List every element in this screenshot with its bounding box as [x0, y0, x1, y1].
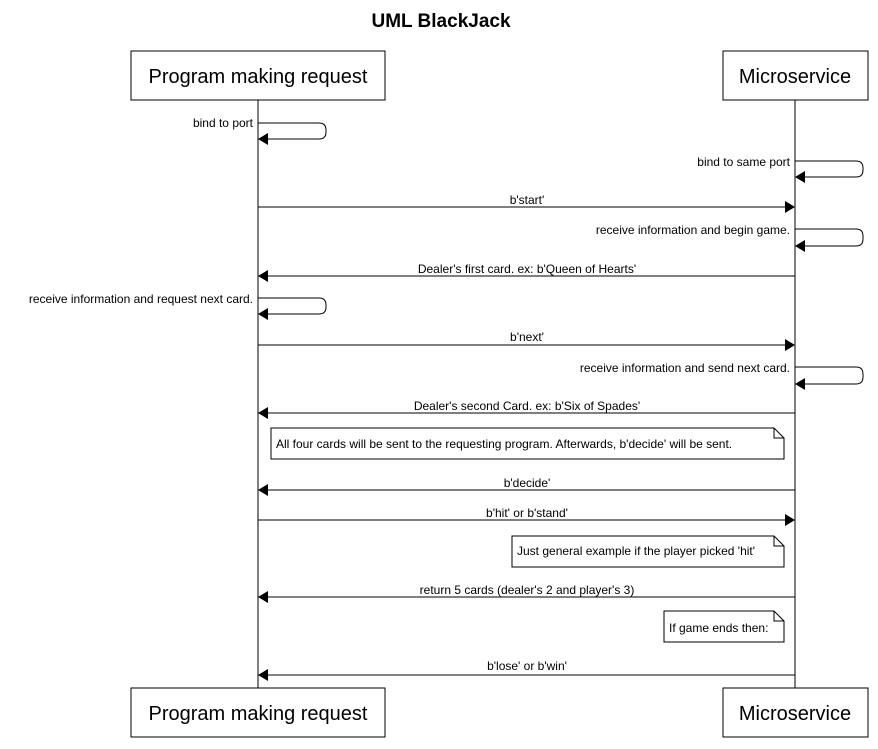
note-all-four-cards: All four cards will be sent to the reque…	[270, 427, 785, 460]
message-label: receive information and begin game.	[596, 223, 790, 237]
note-general-example: Just general example if the player picke…	[511, 535, 785, 568]
message-label: b'start'	[510, 193, 545, 207]
note-label: All four cards will be sent to the reque…	[276, 437, 732, 451]
message-self-bind-to-port: bind to port	[193, 116, 327, 145]
message-label: b'lose' or b'win'	[487, 659, 567, 673]
message-label: return 5 cards (dealer's 2 and player's …	[420, 583, 635, 597]
participant-program-top-label: Program making request	[149, 66, 368, 88]
note-label: Just general example if the player picke…	[517, 544, 755, 558]
diagram-title: UML BlackJack	[371, 11, 510, 32]
message-label: receive information and request next car…	[29, 292, 253, 306]
message-dealer-first-card: Dealer's first card. ex: b'Queen of Hear…	[258, 262, 795, 282]
message-label: b'hit' or b'stand'	[486, 506, 568, 520]
message-label: Dealer's first card. ex: b'Queen of Hear…	[418, 262, 636, 276]
message-label: bind to same port	[697, 155, 790, 169]
message-lose-or-win: b'lose' or b'win'	[258, 659, 795, 681]
message-self-send-next-card: receive information and send next card.	[580, 361, 864, 390]
participant-program-bottom-label: Program making request	[149, 703, 368, 725]
message-start: b'start'	[258, 193, 795, 213]
message-dealer-second-card: Dealer's second Card. ex: b'Six of Spade…	[258, 399, 795, 419]
message-self-bind-to-same-port: bind to same port	[697, 155, 864, 183]
message-label: b'next'	[510, 330, 544, 344]
note-if-game-ends: If game ends then:	[663, 610, 785, 643]
note-label: If game ends then:	[669, 621, 768, 635]
message-label: bind to port	[193, 116, 254, 130]
message-label: Dealer's second Card. ex: b'Six of Spade…	[414, 399, 640, 413]
participant-microservice-bottom: Microservice	[722, 687, 869, 738]
participant-program-top: Program making request	[130, 50, 386, 101]
message-hit-or-stand: b'hit' or b'stand'	[258, 506, 795, 526]
message-label: receive information and send next card.	[580, 361, 790, 375]
message-next: b'next'	[258, 330, 795, 351]
participant-microservice-top-label: Microservice	[739, 66, 851, 88]
message-self-request-next-card: receive information and request next car…	[29, 292, 327, 320]
message-decide: b'decide'	[258, 476, 795, 496]
message-label: b'decide'	[504, 476, 551, 490]
participant-microservice-top: Microservice	[722, 50, 869, 101]
message-return-five-cards: return 5 cards (dealer's 2 and player's …	[258, 583, 795, 603]
message-self-begin-game: receive information and begin game.	[596, 223, 864, 252]
participant-microservice-bottom-label: Microservice	[739, 703, 851, 725]
participant-program-bottom: Program making request	[130, 687, 386, 738]
